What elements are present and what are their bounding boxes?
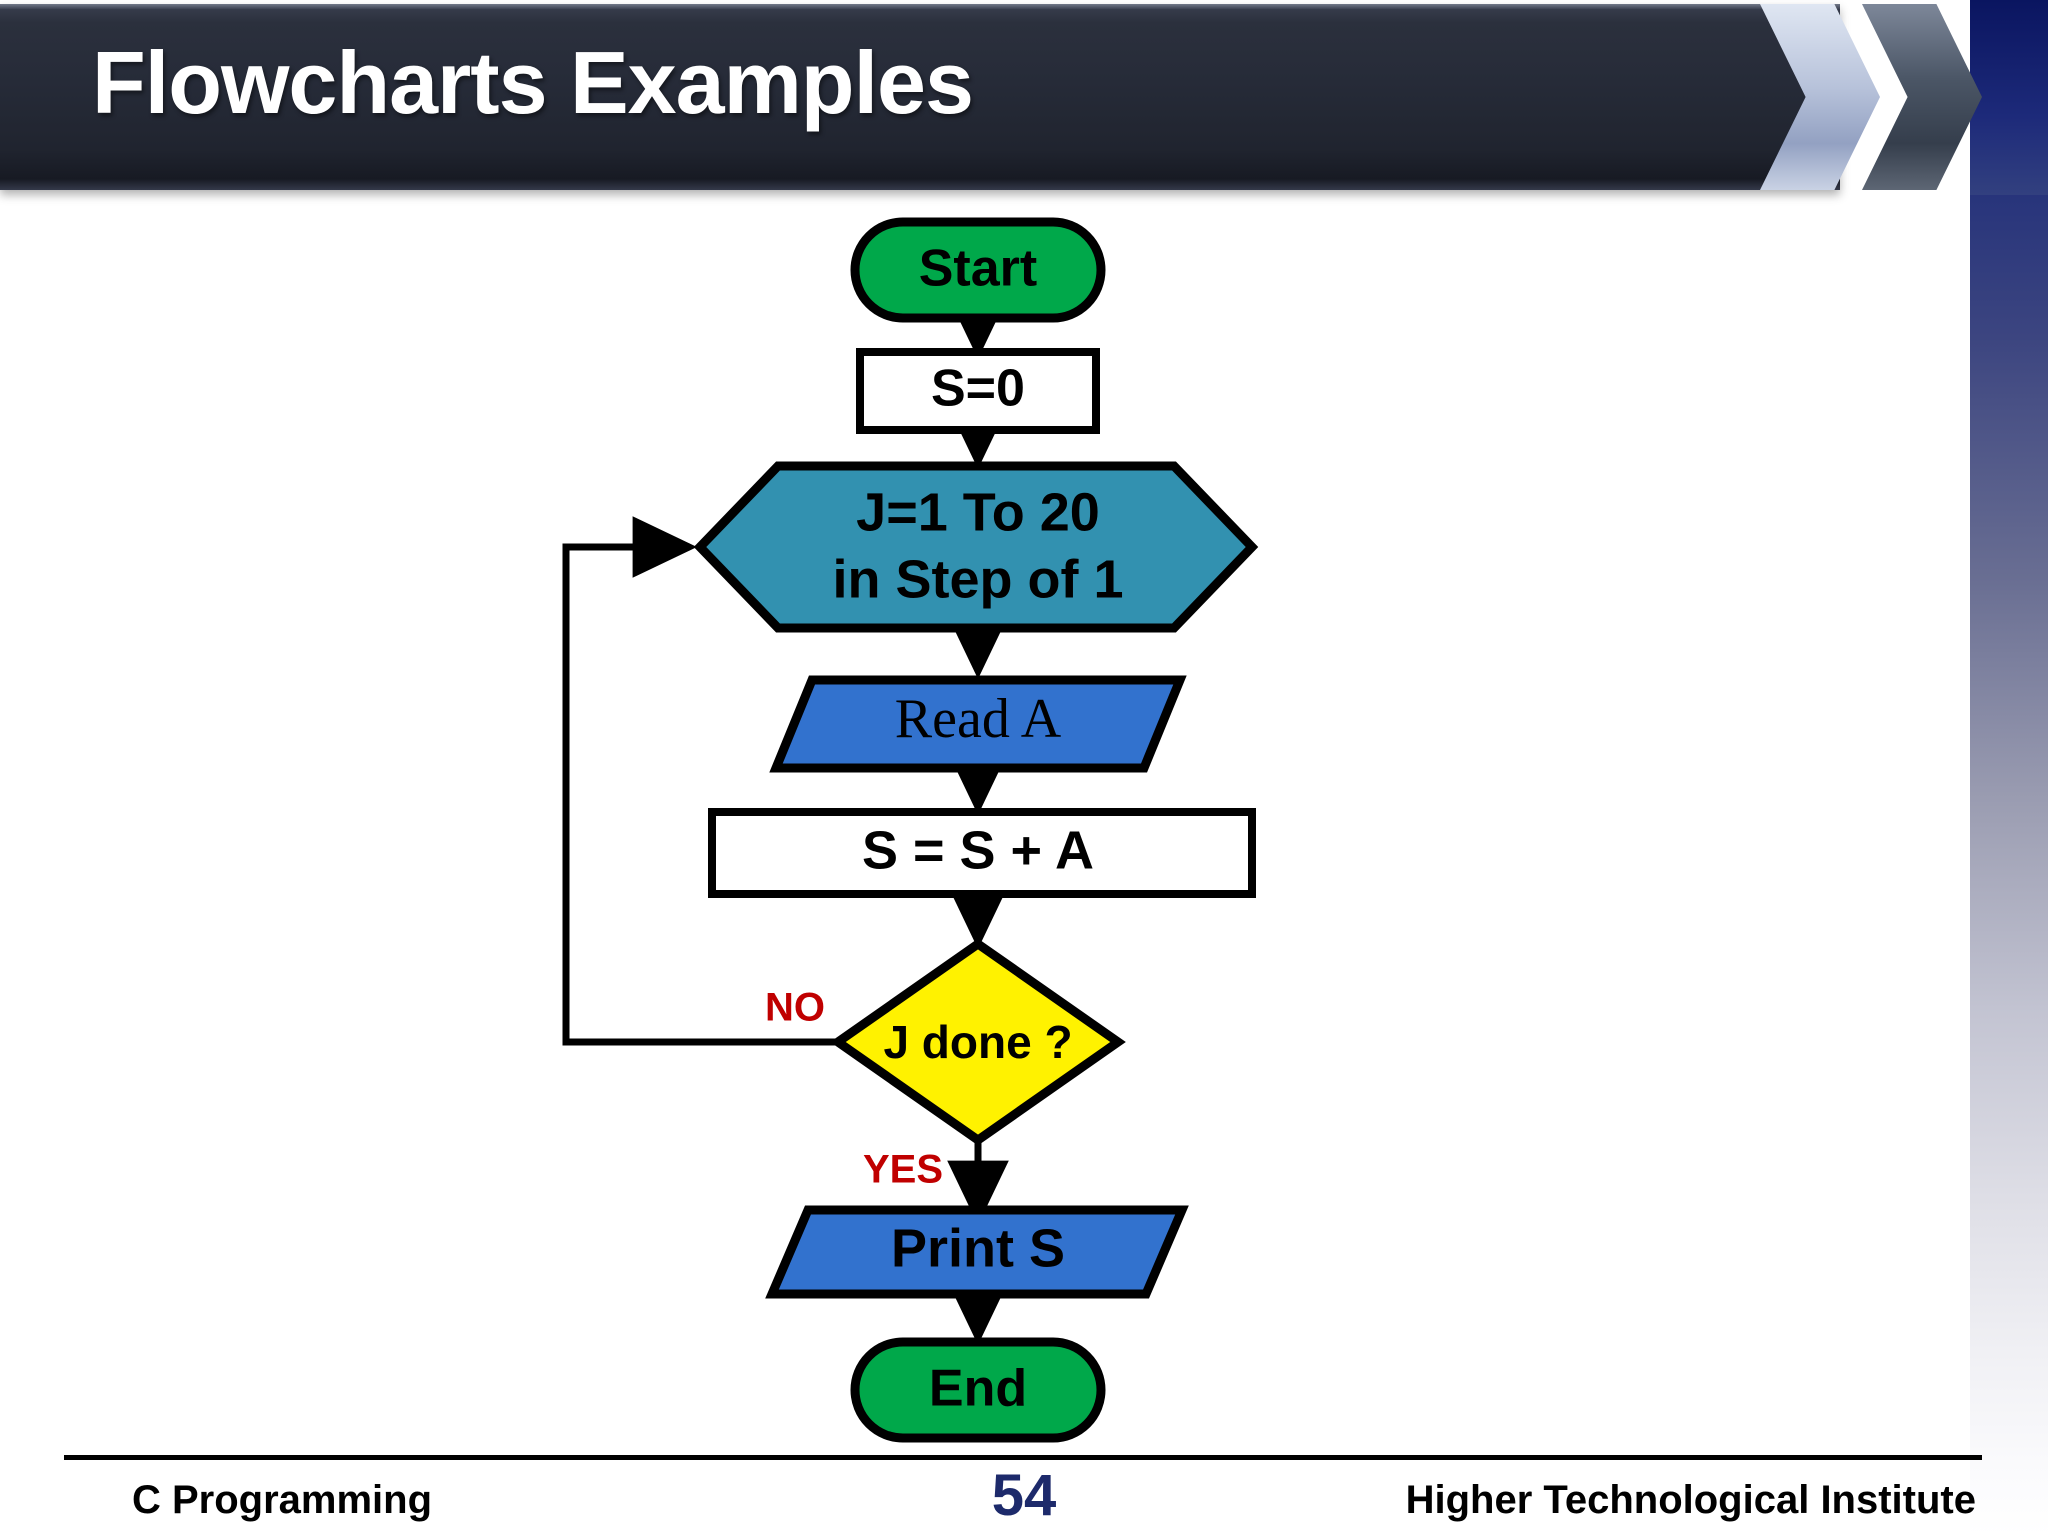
edge-label-no: NO bbox=[765, 986, 825, 1030]
footer-course-label: C Programming bbox=[132, 1478, 433, 1522]
read-label: Read A bbox=[895, 688, 1062, 750]
init-process-shape bbox=[856, 348, 1100, 434]
read-parallelogram-shape bbox=[769, 675, 1187, 773]
node-decide: J done ? bbox=[830, 938, 1126, 1146]
end-terminator-shape bbox=[850, 1337, 1106, 1443]
accum-label: S = S + A bbox=[862, 820, 1094, 880]
slide-title: Flowcharts Examples bbox=[92, 33, 974, 132]
edge-decide-no-loopback bbox=[562, 516, 838, 1046]
right-edge-gradient-cap bbox=[1970, 0, 2048, 195]
end-label: End bbox=[929, 1360, 1027, 1418]
node-accum: S = S + A bbox=[708, 808, 1256, 898]
accum-process-shape bbox=[708, 808, 1256, 898]
footer-institute-label: Higher Technological Institute bbox=[1405, 1478, 1976, 1522]
node-start: Start bbox=[850, 217, 1106, 323]
footer-divider bbox=[64, 1455, 1982, 1460]
footer-page-number: 54 bbox=[991, 1463, 1057, 1528]
node-init: S=0 bbox=[856, 348, 1100, 434]
loop-label-line2: in Step of 1 bbox=[832, 549, 1123, 609]
node-read: Read A bbox=[769, 675, 1187, 773]
init-label: S=0 bbox=[931, 360, 1025, 418]
slide-header: Flowcharts Examples bbox=[0, 4, 1982, 190]
header-banner-bar bbox=[0, 4, 1840, 190]
loop-hexagon-shape bbox=[693, 461, 1259, 633]
node-print: Print S bbox=[765, 1205, 1189, 1299]
print-parallelogram-shape bbox=[765, 1205, 1189, 1299]
start-terminator-shape bbox=[850, 217, 1106, 323]
flow-connectors bbox=[562, 294, 1009, 1346]
decide-diamond-shape bbox=[830, 938, 1126, 1146]
node-end: End bbox=[850, 1337, 1106, 1443]
header-banner-highlight bbox=[0, 4, 1840, 9]
edge-label-yes: YES bbox=[863, 1148, 943, 1192]
print-label: Print S bbox=[891, 1218, 1065, 1278]
loop-label-line1: J=1 To 20 bbox=[856, 482, 1100, 542]
node-loop: J=1 To 20 in Step of 1 bbox=[693, 461, 1259, 633]
right-edge-gradient-strip bbox=[1970, 0, 2048, 1536]
decide-label: J done ? bbox=[883, 1016, 1072, 1068]
start-label: Start bbox=[919, 240, 1037, 298]
